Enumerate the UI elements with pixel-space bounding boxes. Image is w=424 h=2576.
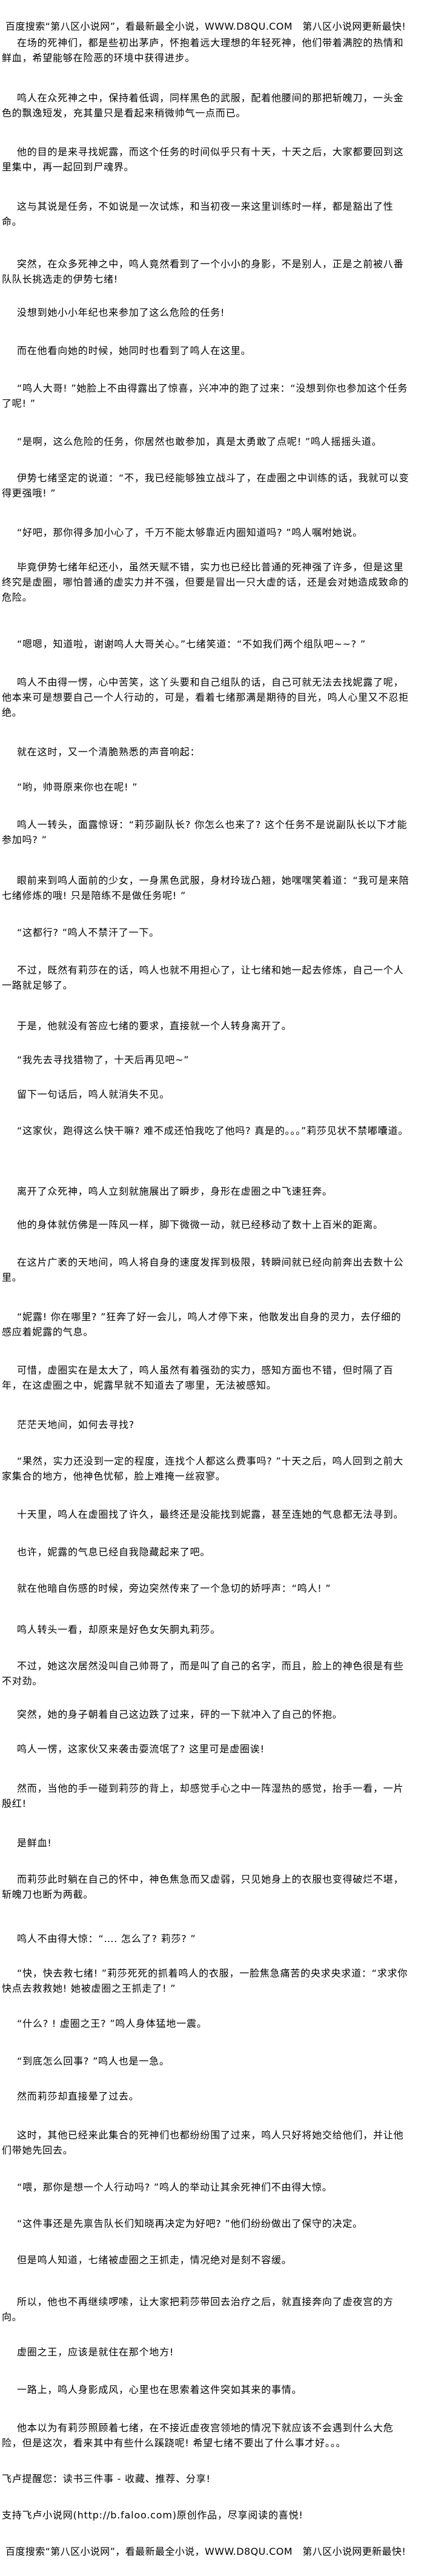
story-paragraph: 鸣人一转头，面露惊讶：“莉莎副队长? 你怎么也来了? 这个任务不是说副队长以下才… xyxy=(2,819,408,846)
story-paragraph: 十天里，鸣人在虚圈找了许久，最终还是没能找到妮露，甚至连她的气息都无法寻到。 xyxy=(17,1509,404,1520)
footer-banner: 百度搜索“第八区小说网”，看最新最全小说，WWW.D8QU.COM 第八区小说网… xyxy=(5,2546,406,2557)
story-paragraph: 眼前来到鸣人面前的少女，一身黑色武服，身材玲珑凸翘，她嘿嘿笑着道：“我可是来陪七… xyxy=(2,875,409,901)
story-paragraph: 没想到她小小年纪也来参加了这么危险的任务! xyxy=(17,307,225,318)
header-banner: 百度搜索“第八区小说网”，看最新最全小说，WWW.D8QU.COM 第八区小说网… xyxy=(5,21,406,32)
story-paragraph: 一路上，鸣人身影成风，心里也在思索着这件突如其来的事情。 xyxy=(17,2384,302,2395)
story-paragraph: 在场的死神们，都是些初出茅庐，怀抱着远大理想的年轻死神，他们带着满腔的热情和鲜血… xyxy=(2,37,404,64)
story-paragraph: “这件事还是先禀告队长们知晓再决定为好吧? ”他们纷纷做出了保守的决定。 xyxy=(17,2218,363,2229)
story-paragraph: “我先去寻找猎物了，十天后再见吧~” xyxy=(17,1054,190,1066)
story-paragraph: 鸣人转头一看，却原来是好色女矢胴丸莉莎。 xyxy=(17,1624,221,1635)
story-paragraph: 然而，当他的手一碰到莉莎的背上，却感觉手心之中一阵湿热的感觉，抬手一看，一片殷红… xyxy=(2,1783,404,1809)
story-paragraph: “什么? ! 虚圈之王? ”鸣人身体猛地一震。 xyxy=(17,2018,207,2029)
story-paragraph: 突然，在众多死神之中，鸣人竟然看到了一个小小的身影，不是别人，正是之前被八番队队… xyxy=(2,258,404,285)
story-paragraph: 这与其说是任务，不如说是一次试炼，和当初夜一来这里训练时一样，都是豁出了性命。 xyxy=(2,201,394,227)
story-paragraph: 但是鸣人知道，七绪被虚圈之王抓走，情况绝对是刻不容缓。 xyxy=(17,2254,292,2266)
story-paragraph: 这时，其他已经来此集合的死神们也都纷纷围了过来，鸣人只好将她交给他们，并让他们带… xyxy=(2,2129,404,2156)
story-paragraph: 然而莉莎却直接晕了过去。 xyxy=(17,2090,139,2102)
story-paragraph: 茫茫天地间，如何去寻找? xyxy=(17,1419,135,1430)
story-paragraph: “是啊，这么危险的任务，你居然也敢参加，真是太勇敢了点呢! ”鸣人摇摇头道。 xyxy=(17,436,382,447)
story-paragraph: 不过，她这次居然没叫自己帅哥了，而是叫了自己的名字，而且，脸上的神色很是有些不对… xyxy=(2,1660,404,1687)
story-paragraph: “哟，帅哥原来你也在呢! ” xyxy=(17,781,138,793)
footer-tip: 飞卢提醒您：读书三件事 - 收藏、推荐、分享! xyxy=(2,2473,211,2484)
story-paragraph: 所以，他也不再继续啰嗦，让大家把莉莎带回去治疗之后，就直接奔向了虚夜宫的方向。 xyxy=(2,2296,394,2323)
story-paragraph: 而莉莎此时躺在自己的怀中，神色焦急而又虚弱，只见她身上的衣服也变得破烂不堪，斩魄… xyxy=(2,1874,404,1900)
story-paragraph: 虚圈之王，应该是就住在那个地方! xyxy=(17,2346,174,2358)
story-paragraph: 离开了众死神，鸣人立刻就施展出了瞬步，身形在虚圈之中飞速狂奔。 xyxy=(17,1186,333,1197)
story-paragraph: 不过，既然有莉莎在的话，鸣人也就不用担心了，让七绪和她一起去修炼，自己一个人一路… xyxy=(2,964,404,991)
story-paragraph: “鸣人大哥! ”她脸上不由得露出了惊喜，兴冲冲的跑了过来：“没想到你也参加这个任… xyxy=(2,382,408,409)
story-paragraph: 而在他看向她的时候，她同时也看到了鸣人在这里。 xyxy=(17,345,251,356)
story-paragraph: 是鲜血! xyxy=(17,1837,52,1849)
story-paragraph: “这家伙，跑得这么快干嘛? 难不成还怕我吃了他吗? 真是的。。。”莉莎见状不禁嘟… xyxy=(17,1125,409,1136)
story-paragraph: 他的目的是来寻找妮露，而这个任务的时间似乎只有十天，十天之后，大家都要回到这里集… xyxy=(2,146,404,173)
story-paragraph: “好吧，那你得多加小心了，千万不能太够靠近内圈知道吗? ”鸣人嘱咐她说。 xyxy=(17,527,363,538)
story-paragraph: 他的身体就仿佛是一阵风一样，脚下微微一动，就已经移动了数十上百米的距离。 xyxy=(17,1219,383,1230)
story-paragraph: “这都行? ”鸣人不禁汗了一下。 xyxy=(17,927,159,938)
story-paragraph: “喂，那你是想一个人行动吗? ”鸣人的举动让其余死神们不由得大惊。 xyxy=(17,2181,333,2193)
story-paragraph: 也许，妮露的气息已经自我隐藏起来了吧。 xyxy=(17,1546,211,1558)
story-paragraph: 他本以为有莉莎照顾着七绪，在不接近虚夜宫领地的情况下就应该不会遇到什么大危险，但… xyxy=(2,2422,394,2449)
story-paragraph: “快，快去救七绪! ”莉莎死死的抓着鸣人的衣服，一脸焦急痛苦的央求央求道：“求求… xyxy=(2,1967,408,1994)
story-paragraph: 突然，她的身子朝着自己这边跌了过来，砰的一下就冲入了自己的怀抱。 xyxy=(17,1709,343,1720)
story-paragraph: 就在这时，又一个清脆熟悉的声音响起： xyxy=(17,746,200,758)
story-paragraph: 鸣人一愣，这家伙又来袭击耍流氓了? 这里可是虚圈诶! xyxy=(17,1743,265,1755)
story-paragraph: 伊势七绪坚定的说道：“不，我已经能够独立战斗了，在虚圈之中训练的话，我就可以变得… xyxy=(2,472,409,499)
story-paragraph: 可惜，虚圈实在是太大了，鸣人虽然有着强劲的实力，感知方面也不错，但时隔了百年，在… xyxy=(2,1364,394,1391)
story-paragraph: 鸣人在众死神之中，保持着低调，同样黑色的武服，配着他腰间的那把斩魄刀，一头金色的… xyxy=(2,92,404,119)
story-paragraph: 就在他暗自伤感的时候，旁边突然传来了一个急切的娇呼声：“鸣人! ” xyxy=(17,1583,331,1594)
footer-support-link-text[interactable]: 支持飞卢小说网(http://b.faloo.com)原创作品，尽享阅读的喜悦! xyxy=(2,2509,303,2521)
story-paragraph: “嗯嗯，知道啦，谢谢鸣人大哥关心。”七绪笑道：“不如我们两个组队吧~~? ” xyxy=(17,638,366,650)
story-paragraph: “到底怎么回事? ”鸣人也是一急。 xyxy=(17,2055,170,2067)
story-paragraph: 鸣人不由得一愣，心中苦笑，这丫头要和自己组队的话，自己可就无法去找妮露了呢，他本… xyxy=(2,676,409,718)
story-paragraph: “妮露! 你在哪里? ”狂奔了好一会儿，鸣人才停下来，他散发出自身的灵力，去仔细… xyxy=(2,1311,402,1338)
story-paragraph: 鸣人不由得大惊：“…. 怎么了? 莉莎? ” xyxy=(17,1933,196,1944)
story-paragraph: 毕竟伊势七绪年纪还小，虽然天赋不错，实力也已经比普通的死神强了许多，但是这里终究… xyxy=(2,561,409,603)
story-paragraph: “果然，实力还没到一定的程度，连找个人都这么费事吗? ”十天之后，鸣人回到之前大… xyxy=(2,1455,404,1482)
story-paragraph: 于是，他就没有答应七绪的要求，直接就一个人转身离开了。 xyxy=(17,1020,292,1032)
story-paragraph: 在这片广袤的天地间，鸣人将自身的速度发挥到极限，转瞬间就已经向前奔出去数十公里。 xyxy=(2,1256,404,1283)
story-paragraph: 留下一句话后，鸣人就消失不见。 xyxy=(17,1089,170,1100)
